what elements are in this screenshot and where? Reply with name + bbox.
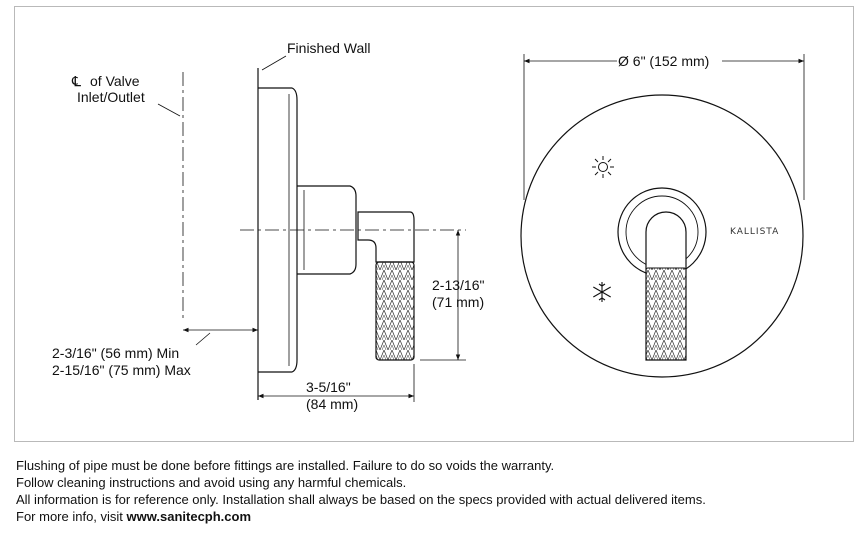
drawing-frame <box>14 6 854 442</box>
depth-max-label: 2-15/16" (75 mm) Max <box>52 362 191 378</box>
sun-icon <box>592 156 614 178</box>
finished-wall-label: Finished Wall <box>287 40 371 56</box>
snowflake-icon <box>593 282 611 302</box>
finished-wall-leader <box>261 55 287 71</box>
trim-plate-front <box>520 94 804 378</box>
handle-height-mm: (71 mm) <box>432 294 484 310</box>
projection-in: 3-5/16" <box>306 379 351 395</box>
front-view: Ø 6" (152 mm) <box>520 53 805 378</box>
technical-drawing: Finished Wall ℄ of Valve Inlet/Outlet 2-… <box>52 40 805 412</box>
notes: Flushing of pipe must be done before fit… <box>16 457 846 525</box>
valve-centerline-label-2: Inlet/Outlet <box>77 89 145 105</box>
valve-centerline-symbol: ℄ <box>71 73 81 89</box>
note-more-info: For more info, visit www.sanitecph.com <box>16 508 846 525</box>
depth-min-label: 2-3/16" (56 mm) Min <box>52 345 179 361</box>
brand-logo: KALLISTA <box>730 227 779 237</box>
note-cleaning: Follow cleaning instructions and avoid u… <box>16 475 407 490</box>
valve-centerline-label-1: of Valve <box>90 73 140 89</box>
handle-base <box>297 185 357 275</box>
note-reference: All information is for reference only. I… <box>16 492 706 507</box>
projection-mm: (84 mm) <box>306 396 358 412</box>
side-view: Finished Wall ℄ of Valve Inlet/Outlet 2-… <box>52 40 484 412</box>
handle-height-in: 2-13/16" <box>432 277 484 293</box>
more-info-prefix: For more info, visit <box>16 509 127 524</box>
diameter-label: Ø 6" (152 mm) <box>618 53 709 69</box>
lever-knurled-grip-side <box>375 261 415 361</box>
lever-side <box>357 211 415 263</box>
website-link[interactable]: www.sanitecph.com <box>126 509 252 524</box>
lever-knurled-grip-front <box>645 267 687 361</box>
note-flushing: Flushing of pipe must be done before fit… <box>16 458 555 473</box>
